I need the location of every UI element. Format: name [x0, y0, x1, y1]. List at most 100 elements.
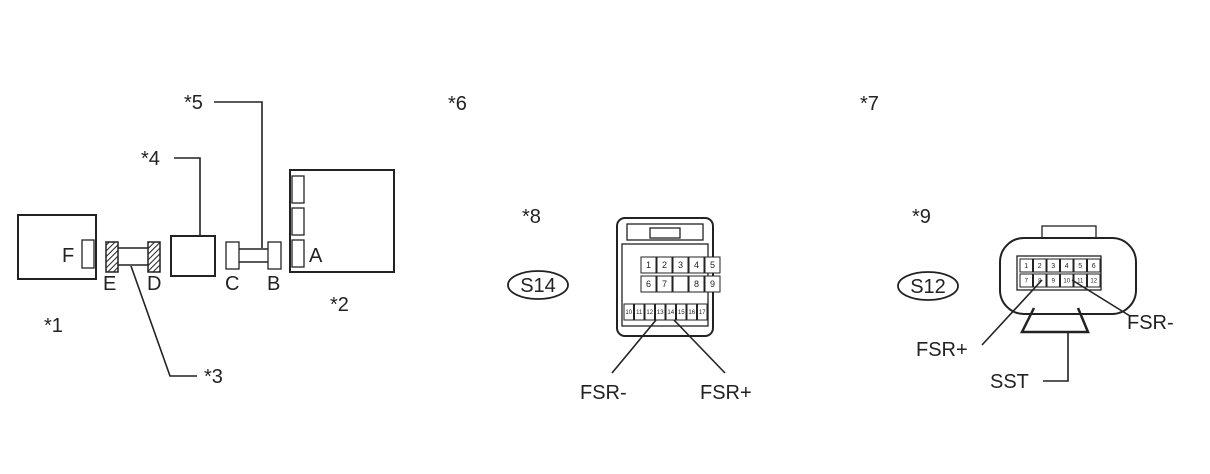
s12-pin-number: 1 — [1024, 263, 1028, 270]
terminal-c-label: C — [225, 273, 239, 295]
callout-1: *1 — [44, 315, 63, 337]
s14-pin-cell — [656, 256, 673, 274]
terminal-e-label: E — [103, 273, 116, 295]
s14-pin-number: 6 — [646, 279, 651, 289]
s14-pin-cell — [672, 256, 689, 274]
leader-4 — [174, 157, 201, 236]
callout-9: *9 — [912, 206, 931, 228]
s12-label-sst: SST — [990, 371, 1029, 393]
s12-leader-fsr-plus — [981, 279, 1043, 346]
s14-pin-number: 12 — [646, 310, 653, 316]
s14-pin-cell — [697, 303, 708, 321]
s14-pin-number: 17 — [699, 310, 706, 316]
s12-pin-cell — [1087, 258, 1101, 273]
s14-pin-cell — [644, 303, 655, 321]
s14-pin-number: 5 — [710, 260, 715, 270]
badge-s14: S14 — [520, 275, 556, 297]
callout-5: *5 — [184, 92, 203, 114]
s14-pin-cell — [640, 275, 657, 293]
sst-probe — [1019, 307, 1090, 334]
leader-3 — [130, 265, 197, 377]
s14-pin-number: 2 — [662, 260, 667, 270]
s12-pin-number: 9 — [1052, 279, 1056, 285]
s14-pin-cell — [640, 256, 657, 274]
s12-pin-number: 6 — [1092, 263, 1096, 270]
terminal-a-label: A — [309, 245, 323, 267]
s14-pin-cell — [672, 275, 689, 293]
callout-2: *2 — [330, 294, 349, 316]
component-2-box — [289, 169, 395, 273]
component-2-slot-a — [291, 239, 305, 268]
s12-pin-number: 3 — [1051, 263, 1055, 270]
s14-pin-cell — [623, 303, 634, 321]
s14-latch — [649, 227, 681, 239]
s12-label-fsr-plus: FSR+ — [916, 339, 968, 361]
terminal-f-socket — [81, 239, 95, 269]
badge-s12-outline — [897, 271, 959, 301]
plug-c — [225, 241, 240, 270]
s12-pin-cell — [1033, 273, 1047, 288]
s12-pin-number: 11 — [1077, 279, 1084, 285]
s12-pin-number: 2 — [1038, 263, 1042, 270]
s14-label-fsr-minus: FSR- — [580, 382, 627, 404]
s14-pin-number: 15 — [678, 310, 685, 316]
s12-pin-cell — [1073, 258, 1087, 273]
s14-pin-number: 10 — [625, 310, 632, 316]
component-4-box — [170, 235, 216, 277]
s14-pin-number: 14 — [667, 310, 674, 316]
s12-leader-sst — [1043, 332, 1069, 382]
s12-pin-number: 7 — [1025, 279, 1029, 285]
s14-pin-number: 1 — [646, 260, 651, 270]
s12-pin-number: 12 — [1090, 279, 1097, 285]
terminal-b-label: B — [267, 273, 280, 295]
component-2-slot-1 — [291, 175, 305, 204]
plug-d — [147, 241, 161, 273]
leader-5 — [214, 101, 263, 248]
terminal-f-label: F — [62, 245, 74, 267]
callout-6: *6 — [448, 93, 467, 115]
s14-pin-cell — [688, 256, 705, 274]
s14-pin-cell — [688, 275, 705, 293]
callout-4: *4 — [141, 148, 160, 170]
s14-pin-row-1: 1 2 3 4 5 — [640, 256, 721, 274]
s14-label-fsr-plus: FSR+ — [700, 382, 752, 404]
s14-pin-number: 9 — [710, 279, 715, 289]
s12-label-fsr-minus: FSR- — [1127, 312, 1174, 334]
s14-leader-fsr-plus — [673, 319, 726, 374]
s14-pin-cell — [704, 256, 721, 274]
component-2-slot-2 — [291, 207, 305, 236]
s14-pin-number: 4 — [694, 260, 699, 270]
s14-pin-cell — [656, 275, 673, 293]
s12-leader-fsr-minus — [1071, 279, 1131, 317]
plug-e — [105, 241, 119, 273]
s14-pin-cell — [634, 303, 645, 321]
s14-pin-number: 8 — [694, 279, 699, 289]
s14-pin-number: 3 — [678, 260, 683, 270]
s12-pin-cell — [1019, 258, 1033, 273]
s12-pin-cell — [1046, 258, 1060, 273]
s12-pin-number: 5 — [1078, 263, 1082, 270]
s14-pin-number: 13 — [657, 310, 664, 316]
s14-pin-cell — [676, 303, 687, 321]
callout-8: *8 — [522, 206, 541, 228]
plug-b — [267, 241, 282, 270]
s12-pin-cell — [1087, 273, 1101, 288]
s14-pin-cell — [704, 275, 721, 293]
s12-pin-cell — [1019, 273, 1033, 288]
badge-s14-outline — [507, 270, 569, 300]
s12-pin-cell — [1033, 258, 1047, 273]
terminal-d-label: D — [147, 273, 161, 295]
s14-leader-fsr-minus — [611, 319, 657, 374]
s14-pin-cell — [655, 303, 666, 321]
s14-pin-cell — [686, 303, 697, 321]
s14-pin-number: 16 — [688, 310, 695, 316]
badge-s12: S12 — [910, 276, 946, 298]
callout-7: *7 — [860, 93, 879, 115]
